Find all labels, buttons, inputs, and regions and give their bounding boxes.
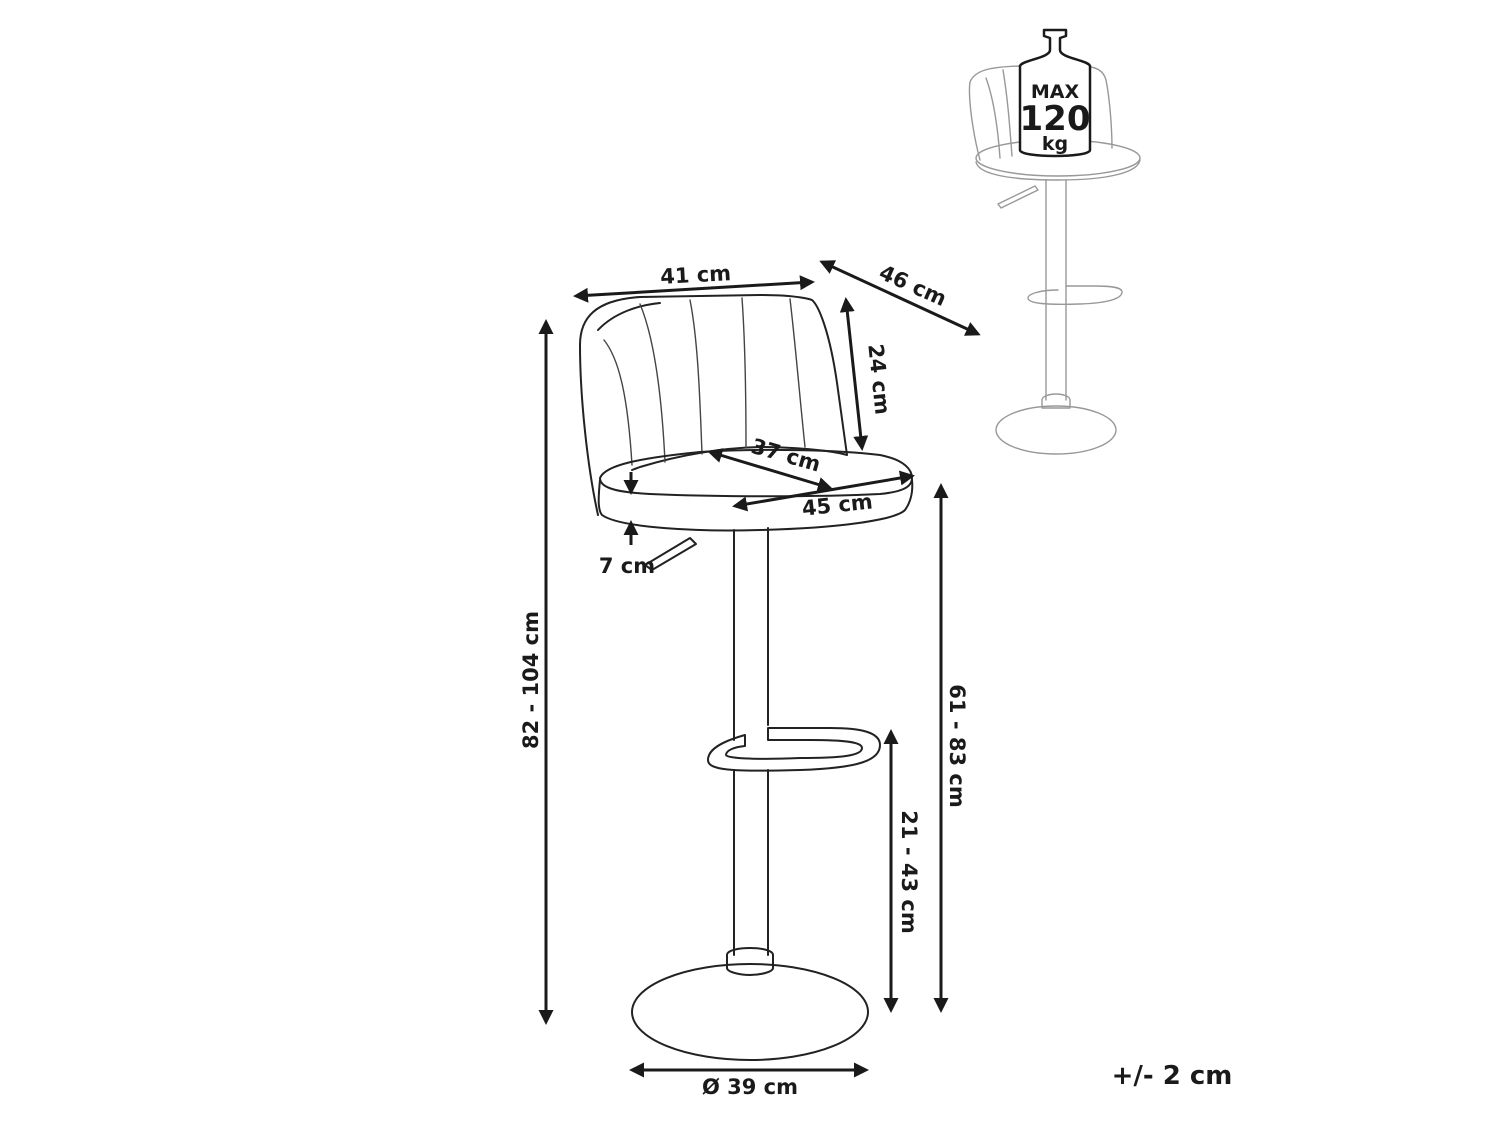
- main-stool-illustration: [579, 294, 914, 1061]
- label-base-diameter: Ø 39 cm: [702, 1075, 798, 1099]
- gas-lever: [644, 537, 697, 571]
- dim-line-backrest-width: [573, 275, 815, 303]
- tolerance-note: +/- 2 cm: [1112, 1061, 1233, 1091]
- max-weight-label: MAX: [1031, 81, 1080, 103]
- dim-line-backrest-height: [839, 297, 869, 451]
- label-backrest-width: 41 cm: [660, 261, 732, 289]
- channel-stitch: [789, 298, 806, 448]
- footrest-ring: [707, 727, 881, 772]
- label-seat-height: 61 - 83 cm: [945, 684, 969, 807]
- label-total-height: 82 - 104 cm: [519, 611, 543, 749]
- dimension-lines: [538, 260, 981, 1078]
- base-collar: [726, 947, 774, 976]
- max-weight-unit: kg: [1042, 133, 1068, 155]
- max-weight-value: 120: [1020, 99, 1091, 139]
- max-weight-icon: MAX 120 kg: [1018, 28, 1092, 158]
- channel-stitch: [689, 299, 703, 455]
- dim-line-overall-depth: [819, 260, 981, 336]
- label-seat-depth: 37 cm: [749, 434, 824, 477]
- dim-line-seat-width: [732, 470, 915, 512]
- dimension-labels: 41 cm 46 cm 24 cm 37 cm 45 cm 7 cm 82 - …: [519, 260, 969, 1099]
- base-disc: [631, 963, 869, 1061]
- backrest-outline: [579, 294, 848, 516]
- channel-stitch: [639, 303, 666, 463]
- backrest-inner-rim: [597, 302, 661, 331]
- label-footrest-height: 21 - 43 cm: [897, 810, 921, 933]
- label-seat-thickness: 7 cm: [599, 554, 655, 578]
- channel-stitch: [741, 297, 747, 449]
- label-backrest-height: 24 cm: [863, 343, 894, 416]
